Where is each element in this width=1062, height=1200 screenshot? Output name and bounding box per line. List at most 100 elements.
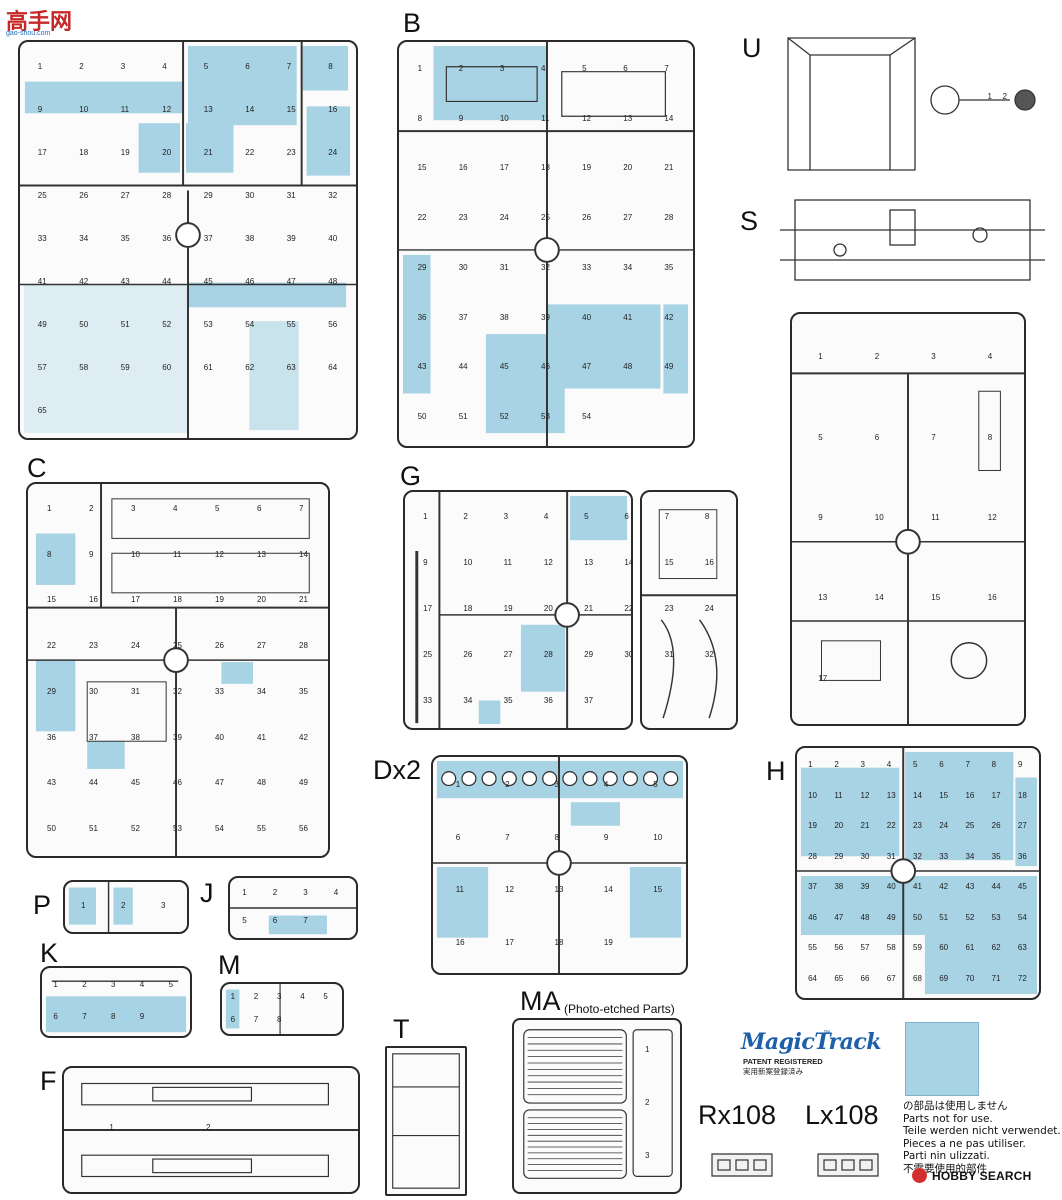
- sprue-b-drawing: [399, 42, 693, 446]
- part-number-h: 40: [886, 882, 896, 892]
- part-number-h: 44: [991, 882, 1001, 892]
- sprue-m-frame: [220, 982, 344, 1036]
- part-number-ma: 2: [645, 1098, 650, 1107]
- part-number-a: 45: [203, 277, 213, 287]
- part-number-h: 49: [886, 912, 896, 922]
- part-number-c: 54: [215, 824, 224, 834]
- part-number-g: 21: [584, 604, 594, 613]
- part-number-j: 3: [303, 888, 308, 897]
- part-number-a: 36: [162, 234, 172, 243]
- part-number-k: 4: [139, 980, 145, 989]
- part-number-h: 63: [1017, 943, 1027, 953]
- legend-line-en: Parts not for use.: [903, 1112, 993, 1125]
- part-number-g: 18: [463, 604, 473, 613]
- track-count-left: Lx108: [805, 1100, 879, 1130]
- part-number-h: 68: [913, 973, 922, 983]
- part-number-b: 39: [541, 312, 550, 322]
- part-number-c: 29: [47, 686, 56, 696]
- sprue-s-part: [780, 190, 1050, 298]
- part-number-h: 12: [860, 790, 870, 800]
- sprue-label-ma: MA: [520, 986, 561, 1016]
- sprue-j-drawing: [230, 907, 356, 935]
- part-number-a: 64: [328, 363, 338, 373]
- part-number-h: 25: [965, 821, 975, 831]
- part-number-k: 6: [53, 1012, 58, 1021]
- part-number-a: 60: [162, 363, 172, 373]
- part-number-f: 1: [109, 1123, 114, 1132]
- part-number-p: 2: [121, 901, 126, 910]
- part-number-a: 35: [120, 234, 130, 243]
- part-number-d: 16: [455, 937, 465, 947]
- part-number-h: 19: [808, 821, 818, 831]
- part-number-a: 20: [162, 147, 172, 157]
- brand-patent: PATENT REGISTERED: [743, 1057, 823, 1066]
- part-number-c: 33: [215, 686, 224, 696]
- part-number-d: 7: [505, 832, 510, 842]
- part-number-g: 22: [624, 604, 634, 613]
- sprue-label-m: M: [218, 950, 241, 980]
- part-number-l: 7: [931, 432, 936, 442]
- part-number-b: 18: [541, 163, 550, 173]
- part-number-c: 37: [89, 732, 98, 742]
- part-number-l: 9: [818, 513, 823, 522]
- part-number-d: 17: [505, 937, 514, 947]
- part-number-l: 6: [874, 432, 880, 442]
- part-number-b: 47: [582, 362, 592, 372]
- part-number-c: 4: [173, 503, 178, 513]
- part-number-d: 6: [455, 832, 461, 842]
- part-number-h: 67: [886, 973, 896, 983]
- part-number-b: 17: [499, 163, 509, 173]
- part-number-p: 3: [161, 901, 166, 910]
- part-number-b: 29: [417, 262, 427, 272]
- part-number-c: 27: [257, 641, 266, 651]
- part-number-c: 13: [257, 549, 266, 559]
- part-number-c: 15: [47, 595, 56, 605]
- part-number-b: 13: [623, 113, 633, 123]
- part-number-h: 34: [965, 851, 975, 861]
- site-watermark-top: 高手网 gao-shou.com: [4, 4, 74, 38]
- part-number-c: 31: [131, 686, 140, 696]
- part-number-l: 5: [818, 432, 823, 442]
- part-number-a: 46: [245, 277, 255, 287]
- part-number-g: 16: [704, 558, 714, 567]
- part-number-d: 12: [505, 885, 514, 895]
- part-number-h: 42: [939, 882, 949, 892]
- part-number-a: 18: [79, 147, 89, 157]
- part-number-c: 14: [299, 549, 308, 559]
- part-number-h: 30: [860, 851, 870, 861]
- part-number-h: 17: [991, 790, 1001, 800]
- part-number-c: 49: [299, 778, 308, 788]
- part-number-d: 11: [455, 885, 464, 895]
- part-number-b: 37: [458, 312, 468, 322]
- sprue-label-t: T: [393, 1014, 410, 1044]
- part-number-h: 54: [1017, 912, 1027, 922]
- part-number-h: 57: [860, 943, 870, 953]
- sprue-l-frame: [790, 312, 1026, 726]
- part-number-h: 21: [860, 821, 870, 831]
- part-number-h: 58: [886, 943, 896, 953]
- unused-parts-legend: の部品は使用しません Parts not for use. Teile werd…: [903, 1100, 1061, 1176]
- brand-patent-jp: 実用新案登録済み: [743, 1067, 803, 1076]
- sprue-ma-drawing: [523, 1029, 673, 1179]
- part-number-b: 31: [499, 262, 509, 272]
- part-number-h: 56: [834, 943, 844, 953]
- part-number-d: 9: [603, 832, 609, 842]
- part-number-a: 16: [328, 104, 338, 114]
- part-number-b: 52: [499, 412, 509, 422]
- sprue-g-drawing: [415, 492, 631, 728]
- unused-parts-swatch: [905, 1022, 979, 1096]
- part-number-h: 47: [834, 912, 844, 922]
- part-number-c: 36: [47, 732, 56, 742]
- part-number-m: 7: [253, 1014, 259, 1024]
- part-number-g: 31: [664, 650, 674, 659]
- part-number-h: 59: [913, 943, 922, 953]
- sprue-h-frame: [795, 746, 1041, 1000]
- part-number-a: 50: [79, 320, 89, 330]
- part-number-l: 11: [931, 513, 940, 522]
- sprue-s-drawing: [780, 199, 1045, 281]
- part-number-c: 17: [131, 595, 140, 605]
- watermark-url: gao-shou.com: [6, 30, 51, 37]
- part-number-h: 41: [913, 882, 922, 892]
- part-number-d: 10: [653, 832, 663, 842]
- sprue-m-drawing: [225, 984, 281, 1034]
